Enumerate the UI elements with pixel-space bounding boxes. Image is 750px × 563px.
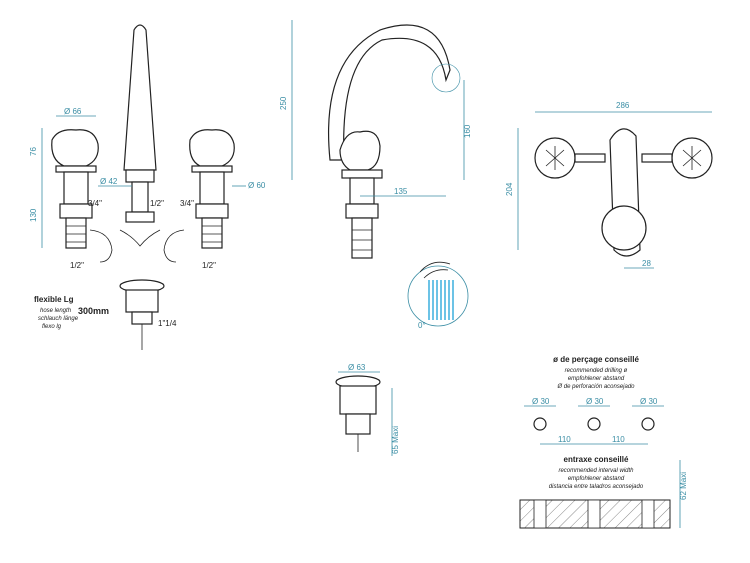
- hole-1-diameter: 30: [540, 397, 549, 406]
- front-drain: [119, 279, 165, 350]
- dim-60-label: 60: [256, 181, 265, 190]
- dim-62-maxi-label: 62 Maxi: [679, 472, 688, 500]
- dim-135-label: 135: [394, 187, 408, 196]
- drilling-de: empfohlener abstand: [568, 376, 625, 382]
- detail-angle-label: 0°: [418, 321, 426, 330]
- drain-view: Ø 63 65 Maxi: [335, 363, 400, 456]
- interval-title: entraxe conseillé: [564, 455, 629, 464]
- drain-thread-label: 1"1/4: [158, 319, 177, 328]
- hole-3-sign: Ø: [640, 397, 646, 406]
- front-right-handle: [189, 129, 235, 249]
- dim-28-label: 28: [642, 259, 651, 268]
- thread-bottom-right-label: 1/2": [202, 261, 216, 270]
- drill-hole-3: [641, 417, 655, 431]
- svg-text:Ø 66: Ø 66: [64, 107, 82, 116]
- svg-text:Ø 30: Ø 30: [640, 397, 658, 406]
- drilling-note: ø de perçage conseillé recommended drill…: [524, 355, 664, 445]
- svg-text:Ø 63: Ø 63: [348, 363, 366, 372]
- hose-length-value: 300mm: [78, 306, 109, 316]
- hose-length-en: hose length: [40, 308, 72, 314]
- thread-bottom-left-label: 1/2": [70, 261, 84, 270]
- dim-63-sign: Ø: [348, 363, 354, 372]
- hose-note: flexible Lg hose length schlauch länge f…: [34, 295, 109, 330]
- dim-66-sign: Ø: [64, 107, 70, 116]
- svg-text:Ø 30: Ø 30: [586, 397, 604, 406]
- hose-length-de: schlauch länge: [38, 316, 79, 322]
- dim-130-label: 130: [29, 208, 38, 222]
- interval-de: empfohlener abstand: [568, 476, 625, 482]
- dim-60-sign: Ø: [248, 181, 254, 190]
- thread-center-label: 1/2": [150, 199, 164, 208]
- svg-text:Ø 30: Ø 30: [532, 397, 550, 406]
- front-left-handle: [51, 129, 99, 249]
- hole-2-sign: Ø: [586, 397, 592, 406]
- thread-right-label: 3/4": [180, 199, 194, 208]
- svg-text:Ø 42: Ø 42: [100, 177, 118, 186]
- hole-1-sign: Ø: [532, 397, 538, 406]
- dim-42-sign: Ø: [100, 177, 106, 186]
- interval-note: entraxe conseillé recommended interval w…: [519, 455, 688, 529]
- dim-66-label: 66: [72, 107, 81, 116]
- detail-circle: 0°: [407, 261, 469, 330]
- side-spout: [327, 24, 451, 161]
- hose-length-es: flexo lg: [42, 324, 62, 330]
- drilling-title: ø de perçage conseillé: [553, 355, 639, 364]
- spacing-2-label: 110: [612, 435, 625, 444]
- dim-286-label: 286: [616, 101, 630, 110]
- front-view: Ø 66 76 130 Ø 42 Ø 60 3/4" 1/2" 3/4" 1/2…: [29, 24, 266, 350]
- hole-3-diameter: 30: [648, 397, 657, 406]
- drilling-en: recommended drilling ø: [565, 368, 628, 374]
- top-view: 286 204 28: [505, 101, 713, 269]
- drill-hole-2: [587, 417, 601, 431]
- dim-63-label: 63: [356, 363, 365, 372]
- dim-250-label: 250: [279, 96, 288, 110]
- dim-76-label: 76: [29, 147, 38, 156]
- hole-2-diameter: 30: [594, 397, 603, 406]
- thread-left-label: 3/4": [88, 199, 102, 208]
- front-hoses: [89, 229, 185, 263]
- spacing-1-label: 110: [558, 435, 571, 444]
- dim-65-maxi-label: 65 Maxi: [391, 426, 400, 454]
- dim-160-label: 160: [463, 124, 472, 138]
- hose-title: flexible Lg: [34, 295, 74, 304]
- side-view: 250 160 135 0°: [279, 20, 472, 330]
- drilling-es: Ø de perforación aconsejado: [556, 384, 635, 390]
- interval-en: recommended interval width: [558, 468, 634, 474]
- front-spout: [123, 24, 157, 171]
- drill-hole-1: [533, 417, 547, 431]
- svg-text:Ø 60: Ø 60: [248, 181, 266, 190]
- dim-204-label: 204: [505, 182, 514, 196]
- interval-es: distancia entre taladros aconsejado: [549, 484, 644, 490]
- dim-42-label: 42: [108, 177, 117, 186]
